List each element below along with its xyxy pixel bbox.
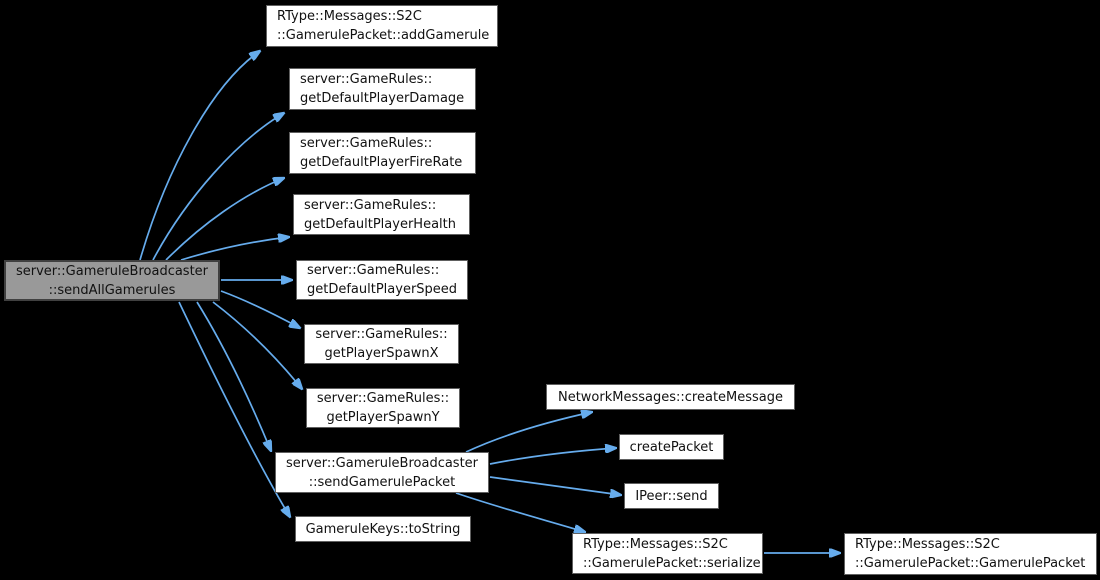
edge-sendGamerulePacket-createMessage <box>465 412 592 453</box>
node-label-line: ::GamerulePacket::GamerulePacket <box>855 556 1086 571</box>
edge-sendAllGamerules-getDefaultPlayerFireRate <box>165 178 284 261</box>
node-label-line: RType::Messages::S2C <box>583 536 728 552</box>
node-label-line: createPacket <box>629 439 714 455</box>
graph-node-GamerulePacket-constructor[interactable]: RType::Messages::S2C ::GamerulePacket::G… <box>844 533 1097 575</box>
graph-node-createMessage[interactable]: NetworkMessages::createMessage <box>546 384 795 410</box>
graph-node-sendAllGamerules[interactable]: server::GameruleBroadcaster ::sendAllGam… <box>4 260 220 301</box>
edge-sendAllGamerules-getDefaultPlayerDamage <box>152 113 284 261</box>
edge-sendAllGamerules-getPlayerSpawnY <box>212 301 302 389</box>
graph-node-addGamerule[interactable]: RType::Messages::S2C ::GamerulePacket::a… <box>266 5 498 47</box>
edge-sendGamerulePacket-serialize <box>455 492 585 532</box>
node-label-line: ::sendGamerulePacket <box>308 474 456 490</box>
node-label-line: ::GamerulePacket::addGamerule <box>277 28 490 43</box>
graph-node-getDefaultPlayerFireRate[interactable]: server::GameRules:: getDefaultPlayerFire… <box>289 132 476 174</box>
node-label-line: server::GameruleBroadcaster <box>15 263 209 279</box>
graph-node-getDefaultPlayerSpeed[interactable]: server::GameRules:: getDefaultPlayerSpee… <box>296 260 468 300</box>
edge-sendAllGamerules-addGamerule <box>139 51 260 261</box>
edge-sendAllGamerules-toString <box>178 301 290 517</box>
node-label-line: ::sendAllGamerules <box>48 282 176 298</box>
edge-sendGamerulePacket-send <box>489 476 621 495</box>
graph-node-sendGamerulePacket[interactable]: server::GameruleBroadcaster ::sendGameru… <box>275 452 489 493</box>
node-label-line: server::GameruleBroadcaster <box>285 455 479 471</box>
node-label-line: getDefaultPlayerSpeed <box>307 282 458 297</box>
edge-sendAllGamerules-getDefaultPlayerHealth <box>180 237 289 261</box>
node-label-line: getPlayerSpawnX <box>324 346 439 361</box>
node-label-line: server::GameRules:: <box>300 136 433 151</box>
graph-node-createPacket[interactable]: createPacket <box>619 434 724 460</box>
graph-node-getPlayerSpawnX[interactable]: server::GameRules:: getPlayerSpawnX <box>304 324 459 364</box>
graph-node-getDefaultPlayerHealth[interactable]: server::GameRules:: getDefaultPlayerHeal… <box>293 194 470 235</box>
node-label-line: getDefaultPlayerDamage <box>300 91 465 106</box>
node-label-line: server::GameRules:: <box>307 263 440 278</box>
node-label-line: getDefaultPlayerHealth <box>304 216 456 232</box>
node-label-line: GameruleKeys::toString <box>305 521 461 537</box>
edge-sendGamerulePacket-createPacket <box>489 448 616 465</box>
node-label-line: server::GameRules:: <box>304 197 437 213</box>
node-label-line: RType::Messages::S2C <box>855 537 1000 552</box>
edge-sendAllGamerules-getPlayerSpawnX <box>220 290 300 328</box>
graph-node-getPlayerSpawnY[interactable]: server::GameRules:: getPlayerSpawnY <box>306 388 460 428</box>
graph-node-serialize[interactable]: RType::Messages::S2C ::GamerulePacket::s… <box>572 533 763 574</box>
node-label-line: ::GamerulePacket::serialize <box>583 555 761 571</box>
node-label-line: server::GameRules:: <box>300 72 433 87</box>
node-label-line: server::GameRules:: <box>316 391 450 406</box>
edge-sendAllGamerules-sendGamerulePacket <box>196 301 271 451</box>
node-label-line: RType::Messages::S2C <box>277 9 422 24</box>
graph-node-getDefaultPlayerDamage[interactable]: server::GameRules:: getDefaultPlayerDama… <box>289 68 476 110</box>
node-label-line: IPeer::send <box>635 488 708 504</box>
node-label-line: server::GameRules:: <box>315 327 448 342</box>
node-label-line: getPlayerSpawnY <box>326 410 440 425</box>
graph-node-toString[interactable]: GameruleKeys::toString <box>295 516 471 542</box>
node-label-line: NetworkMessages::createMessage <box>557 389 784 405</box>
graph-node-ipeer-send[interactable]: IPeer::send <box>624 483 719 509</box>
node-label-line: getDefaultPlayerFireRate <box>300 155 463 170</box>
